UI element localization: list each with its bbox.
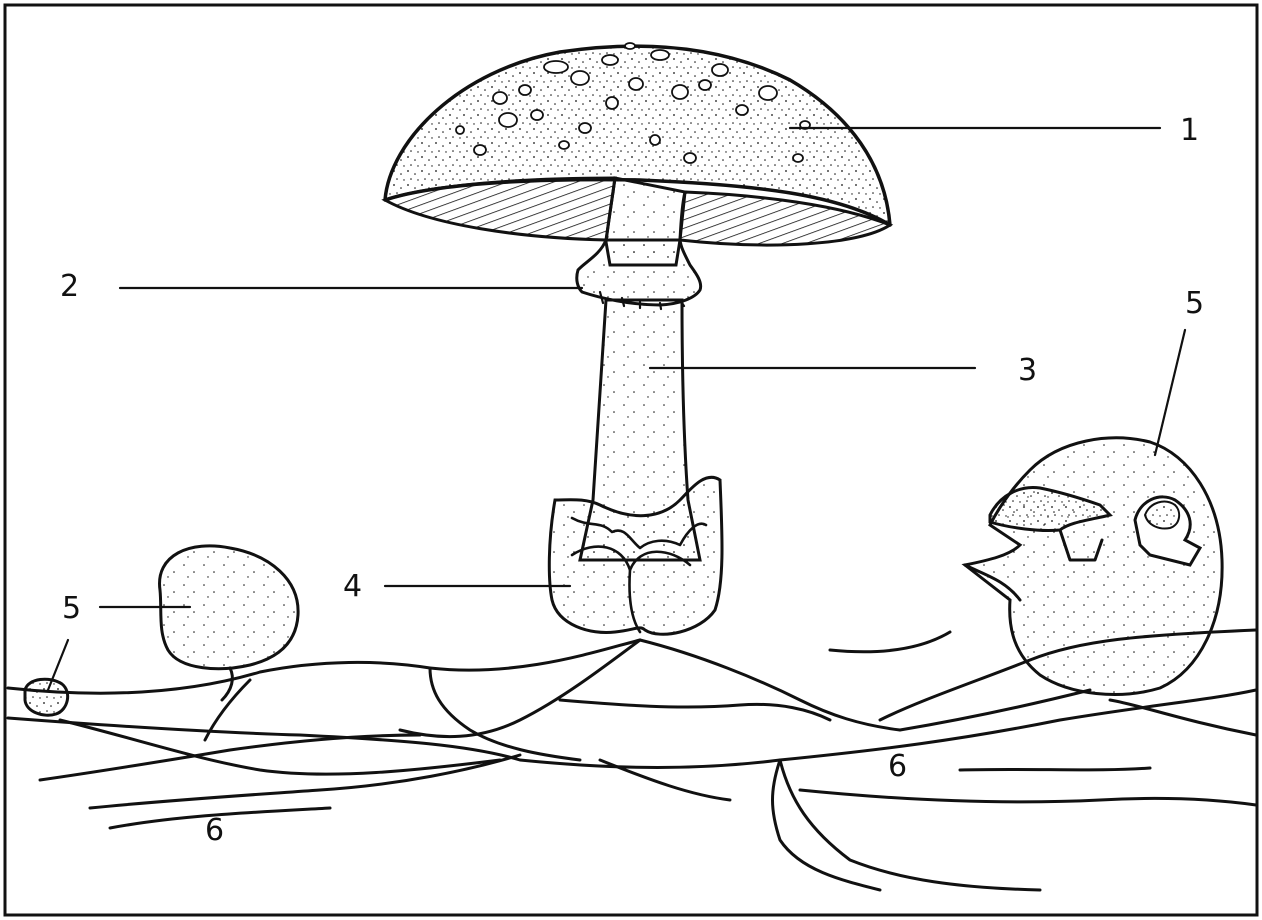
ring xyxy=(577,240,701,309)
label-6-right: 6 xyxy=(888,749,907,784)
label-5-left: 5 xyxy=(62,591,81,626)
label-2: 2 xyxy=(60,269,79,304)
label-4: 4 xyxy=(343,569,362,604)
label-6-left: 6 xyxy=(205,813,224,848)
young-fruiting-body-opening xyxy=(965,438,1222,695)
label-5-right: 5 xyxy=(1185,286,1204,321)
label-3: 3 xyxy=(1018,353,1037,388)
label-1: 1 xyxy=(1180,113,1199,148)
young-fruiting-body-small xyxy=(25,679,68,715)
young-fruiting-body-large xyxy=(160,546,299,700)
